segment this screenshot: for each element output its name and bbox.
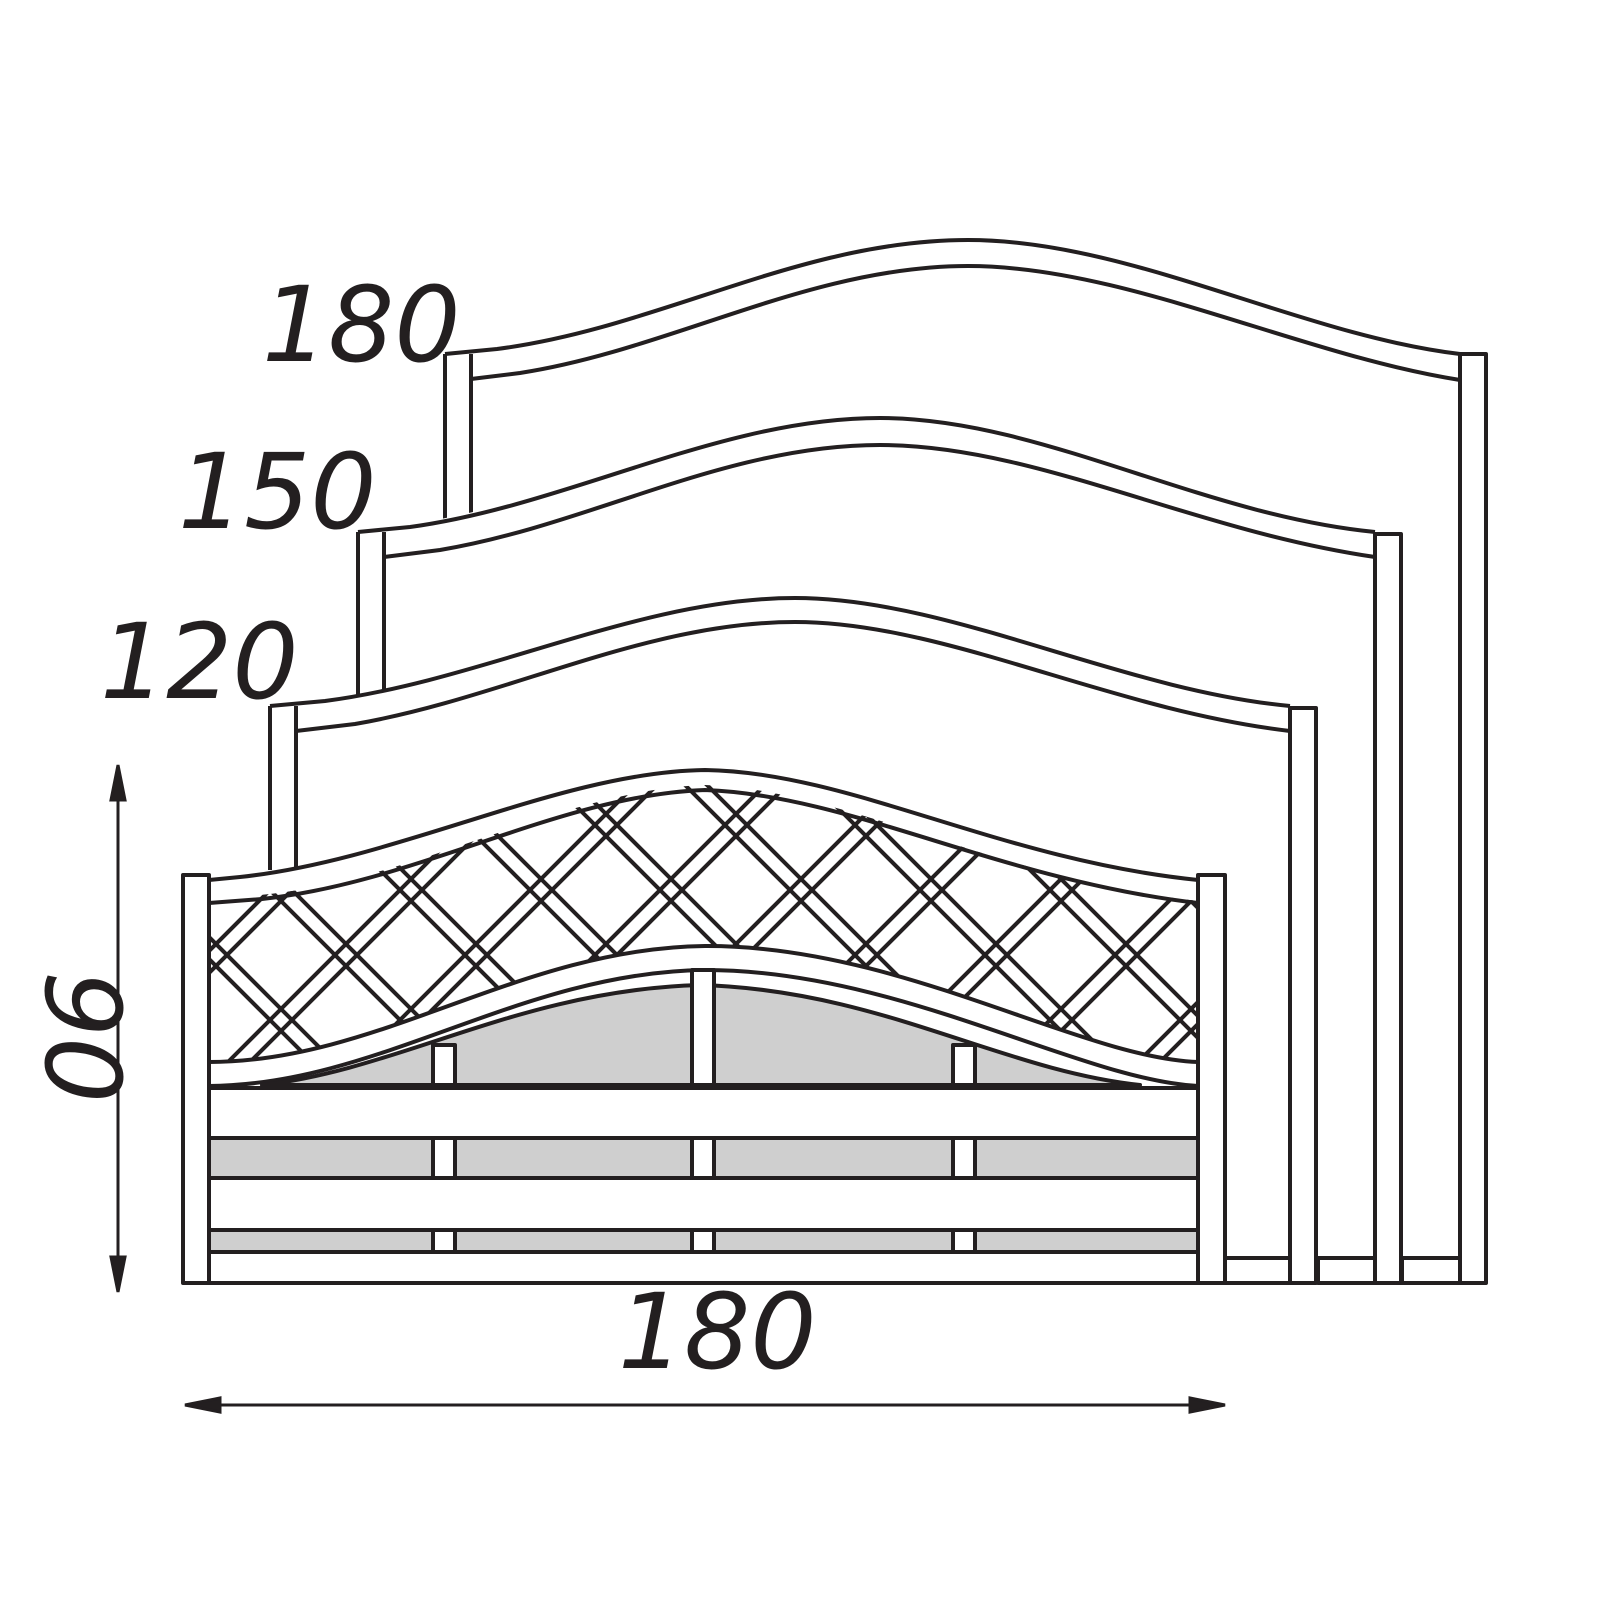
panel-90-right-post bbox=[1196, 873, 1227, 1285]
spacer-2 bbox=[690, 968, 716, 1087]
lattice-slat-edge bbox=[728, 785, 1198, 1064]
lattice-slat-edge bbox=[1402, 700, 1600, 1200]
panel-120-right-post bbox=[1288, 706, 1318, 1285]
height-label-90: 90 bbox=[21, 970, 144, 1104]
height-label-180: 180 bbox=[262, 264, 461, 386]
panel-120-bottom-rail bbox=[1223, 1256, 1292, 1285]
lattice-slat-edge bbox=[209, 785, 582, 1064]
lattice-slat-edge bbox=[0, 700, 190, 1200]
lattice-slat-edge bbox=[620, 785, 1124, 1064]
lattice-slat-edge bbox=[0, 700, 200, 1200]
lattice-slat-edge bbox=[209, 785, 214, 1064]
height-label-150: 150 bbox=[178, 431, 377, 553]
panel-120-top-rail-inner bbox=[295, 620, 1291, 733]
panel-120-top-rail-outer bbox=[269, 596, 1291, 708]
lattice-slat-edge bbox=[630, 785, 1134, 1064]
lattice-slat-edge bbox=[338, 785, 842, 1064]
height-label-120: 120 bbox=[100, 601, 299, 723]
lattice-slat-edge bbox=[598, 785, 1102, 1064]
panel-150-right-post bbox=[1373, 532, 1403, 1285]
panel-150-top-rail-outer bbox=[357, 416, 1376, 534]
panel-150-bottom-rail bbox=[1316, 1256, 1377, 1285]
lattice-slat-edge bbox=[890, 785, 1198, 1064]
lattice-slat-edge bbox=[209, 785, 712, 1064]
lattice-slat-edge bbox=[738, 785, 1198, 1064]
lattice-slat-edge bbox=[209, 785, 604, 1064]
lattice-slat-edge bbox=[360, 785, 864, 1064]
lattice-slat-edge bbox=[240, 785, 744, 1064]
lattice-slat-edge bbox=[209, 785, 592, 1064]
lattice-slat-edge bbox=[868, 785, 1198, 1064]
lattice-slat-edge bbox=[218, 785, 722, 1064]
spacer-3 bbox=[951, 1043, 977, 1087]
panel-90-left-post bbox=[181, 873, 211, 1285]
lattice-slat-edge bbox=[858, 785, 1198, 1064]
lattice-slat-edge bbox=[209, 785, 614, 1064]
panel-90-top-rail-outer bbox=[208, 768, 1199, 882]
lattice-slat-edge bbox=[1380, 700, 1600, 1200]
height-dimension-arrow bbox=[109, 764, 127, 1293]
lattice-slat-edge bbox=[230, 785, 734, 1064]
lattice-slat-edge bbox=[370, 785, 874, 1064]
panel-180 bbox=[443, 238, 1488, 1285]
panel-90 bbox=[0, 700, 1600, 1285]
lattice-slat-edge bbox=[608, 785, 1112, 1064]
lattice-slat-edge bbox=[348, 785, 852, 1064]
lattice-slat-edge bbox=[0, 700, 82, 1200]
panel-180-top-rail-outer bbox=[444, 238, 1461, 356]
lattice-slat-edge bbox=[209, 785, 484, 1064]
lattice-slat-edge bbox=[0, 700, 60, 1200]
width-dimension-arrow bbox=[184, 1396, 1226, 1414]
panel-90-top-rail-inner bbox=[208, 788, 1199, 905]
width-label-180: 180 bbox=[618, 1271, 817, 1393]
spacer-1 bbox=[431, 1043, 457, 1087]
lattice-slat-edge bbox=[760, 785, 1198, 1064]
lattice-slat-edge bbox=[750, 785, 1198, 1064]
lattice-slat-edge bbox=[209, 785, 474, 1064]
panel-90-middle-rail-upper bbox=[208, 943, 1199, 1064]
panel-180-right-post bbox=[1458, 352, 1488, 1285]
panel-150-top-rail-inner bbox=[383, 443, 1376, 559]
panel-180-top-rail-inner bbox=[470, 264, 1461, 382]
panel-180-bottom-rail bbox=[1400, 1256, 1462, 1285]
lattice-slat-edge bbox=[880, 785, 1198, 1064]
